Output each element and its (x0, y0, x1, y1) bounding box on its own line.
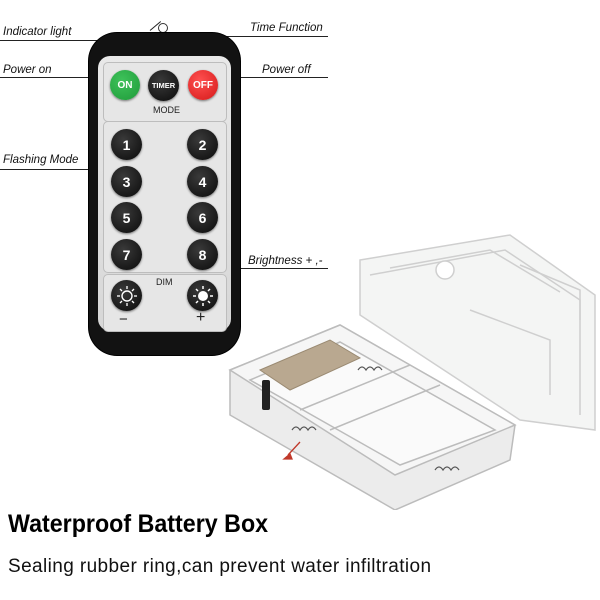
remote-control: ON TIMER OFF MODE 1 2 3 4 5 6 7 8 DIM (89, 33, 240, 355)
mode-button-7-label: 7 (122, 246, 131, 263)
off-button[interactable]: OFF (188, 70, 218, 100)
caption-title: Waterproof Battery Box (8, 510, 269, 538)
battery-box-illustration (228, 234, 596, 510)
on-button-label: ON (117, 79, 133, 91)
mode-button-6[interactable]: 6 (187, 202, 218, 233)
mode-button-1-label: 1 (122, 136, 131, 153)
brightness-label: Brightness + ,- (248, 255, 323, 267)
time-function-leader-line (222, 36, 328, 37)
mode-button-7[interactable]: 7 (111, 239, 142, 270)
dim-minus-button[interactable] (111, 280, 142, 311)
plus-sign: + (196, 309, 206, 326)
mode-button-1[interactable]: 1 (111, 129, 142, 160)
brightness-leader-line (222, 268, 328, 269)
flashing-mode-label: Flashing Mode (3, 154, 79, 166)
dim-label: DIM (156, 277, 173, 287)
bright-plus-button[interactable] (187, 280, 218, 311)
dim-sun-icon (116, 285, 137, 306)
mode-button-4[interactable]: 4 (187, 166, 218, 197)
mode-button-5-label: 5 (122, 209, 131, 226)
time-function-label: Time Function (250, 22, 323, 34)
indicator-light-dot (158, 23, 168, 33)
mode-button-2[interactable]: 2 (187, 129, 218, 160)
timer-button-label: TIMER (151, 81, 176, 90)
minus-sign: − (119, 311, 128, 328)
power-on-leader-line (0, 77, 104, 78)
power-off-leader-line (220, 77, 328, 78)
off-button-label: OFF (193, 79, 213, 91)
mode-label: MODE (153, 105, 180, 115)
mode-button-2-label: 2 (198, 136, 207, 153)
power-off-label: Power off (262, 64, 311, 76)
on-button[interactable]: ON (110, 70, 140, 100)
mode-button-3[interactable]: 3 (111, 166, 142, 197)
mode-button-4-label: 4 (198, 173, 207, 190)
caption-subtitle: Sealing rubber ring,can prevent water in… (8, 556, 432, 577)
indicator-light-label: Indicator light (3, 26, 72, 38)
remote-face: ON TIMER OFF MODE 1 2 3 4 5 6 7 8 DIM (98, 56, 231, 332)
flashing-mode-leader-line (0, 169, 100, 170)
mode-button-3-label: 3 (122, 173, 131, 190)
mode-button-6-label: 6 (198, 209, 207, 226)
power-on-label: Power on (3, 64, 52, 76)
mode-button-8[interactable]: 8 (187, 239, 218, 270)
timer-button[interactable]: TIMER (148, 70, 179, 101)
bright-sun-icon (192, 285, 213, 306)
mode-button-8-label: 8 (198, 246, 207, 263)
indicator-leader-line (0, 40, 152, 41)
mode-button-5[interactable]: 5 (111, 202, 142, 233)
